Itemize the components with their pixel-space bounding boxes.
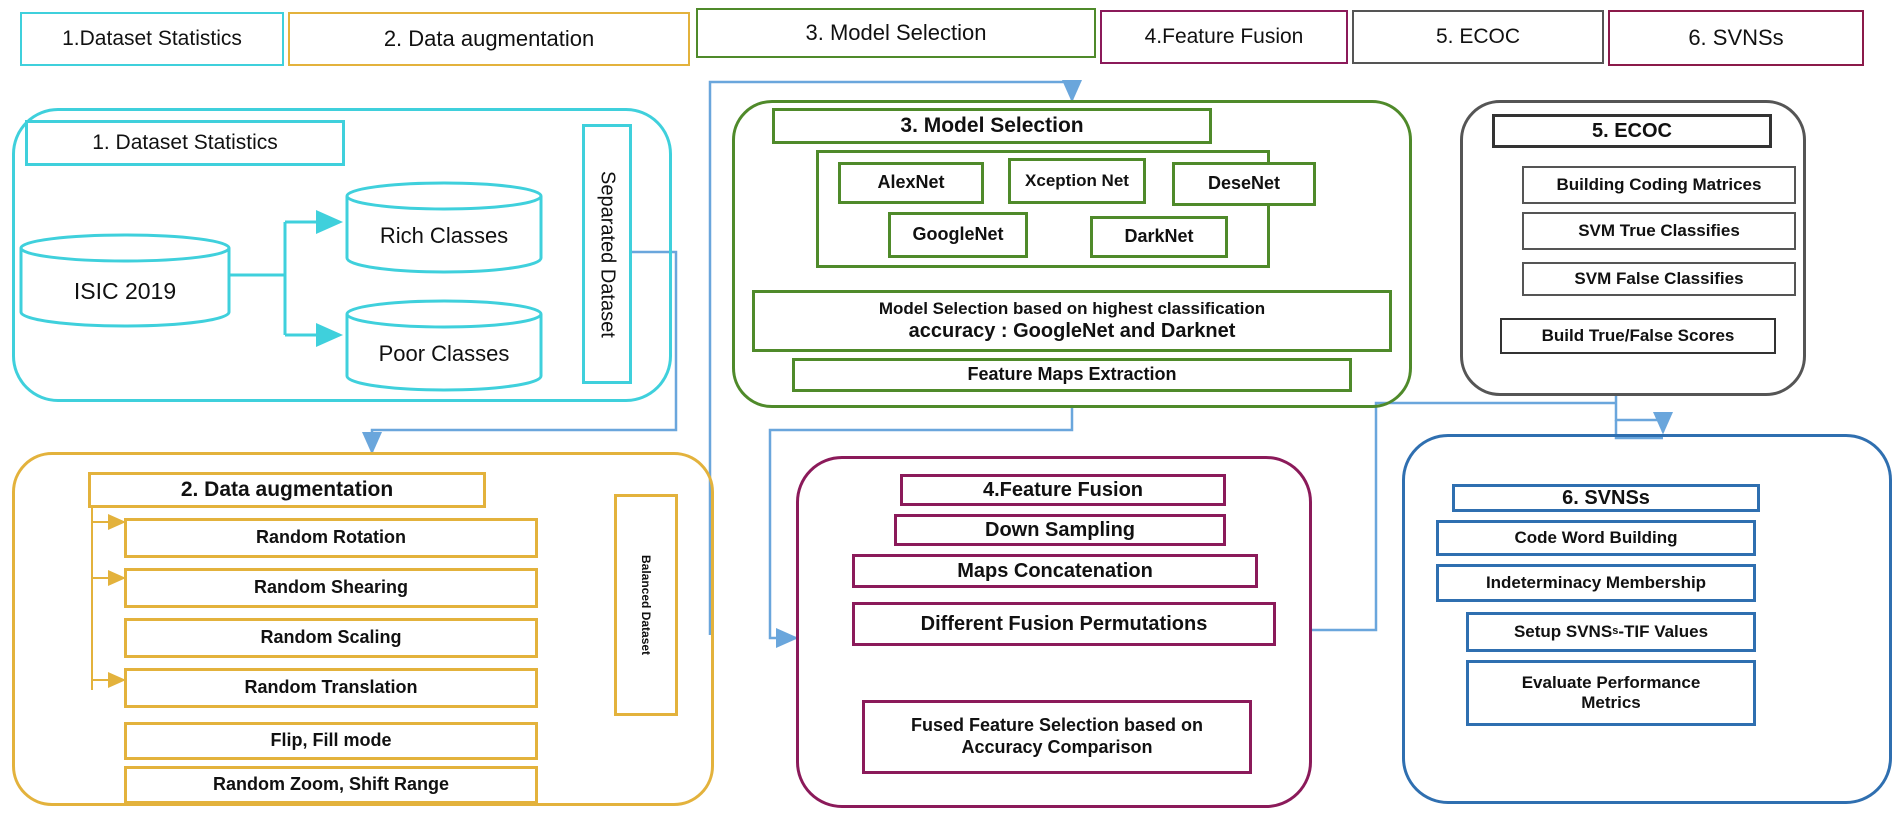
tab-feature-fusion: 4.Feature Fusion	[1100, 10, 1348, 64]
model-selection-criterion: Model Selection based on highest classif…	[752, 290, 1392, 352]
feature-fusion-title: 4.Feature Fusion	[900, 474, 1226, 506]
augmentation-branch-connector	[91, 498, 126, 690]
criterion-line-1: Model Selection based on highest classif…	[878, 298, 1266, 318]
model-to-fusion-arrow	[768, 408, 1074, 648]
aug-item-zoom-shift: Random Zoom, Shift Range	[124, 766, 538, 804]
fusion-to-ecoc-line	[1312, 401, 1616, 632]
svnss-panel	[1402, 434, 1892, 804]
balanced-dataset-box: Balanced Dataset	[614, 494, 678, 716]
aug-item-random-scaling: Random Scaling	[124, 618, 538, 658]
isic-label: ISIC 2019	[73, 277, 177, 304]
separated-dataset-label: Separated Dataset	[596, 170, 619, 338]
ecoc-step-coding-matrices: Building Coding Matrices	[1522, 166, 1796, 204]
stats-to-augmentation-arrow	[362, 250, 678, 455]
dataset-statistics-panel	[12, 108, 672, 402]
model-googlenet: GoogleNet	[888, 212, 1028, 258]
model-xception-net: Xception Net	[1008, 158, 1146, 204]
poor-classes-label: Poor Classes	[378, 341, 510, 366]
rich-classes-label: Rich Classes	[379, 223, 509, 248]
svnss-step-indeterminacy: Indeterminacy Membership	[1436, 564, 1756, 602]
model-darknet: DarkNet	[1090, 216, 1228, 258]
aug-item-random-shearing: Random Shearing	[124, 568, 538, 608]
model-desenet: DeseNet	[1172, 162, 1316, 206]
balanced-dataset-label: Balanced Dataset	[639, 554, 653, 656]
dataset-statistics-title: 1. Dataset Statistics	[25, 120, 345, 166]
ecoc-title: 5. ECOC	[1492, 114, 1772, 148]
ecoc-step-scores: Build True/False Scores	[1500, 318, 1776, 354]
ecoc-step-svm-true: SVM True Classifies	[1522, 212, 1796, 250]
fused-feature-selection: Fused Feature Selection based on Accurac…	[862, 700, 1252, 774]
aug-item-random-translation: Random Translation	[124, 668, 538, 708]
svnss-step-code-word: Code Word Building	[1436, 520, 1756, 556]
svnss-title: 6. SVNSs	[1452, 484, 1760, 512]
isic-split-connector	[228, 210, 343, 347]
tab-dataset-statistics: 1.Dataset Statistics	[20, 12, 284, 66]
poor-classes-database-icon	[345, 299, 543, 392]
svnss-step-evaluate: Evaluate Performance Metrics	[1466, 660, 1756, 726]
data-augmentation-title: 2. Data augmentation	[88, 472, 486, 508]
augmentation-to-model-arrow	[708, 80, 1082, 635]
ecoc-junction	[1614, 396, 1663, 422]
model-selection-title: 3. Model Selection	[772, 108, 1212, 144]
tab-data-augmentation: 2. Data augmentation	[288, 12, 690, 66]
criterion-line-2: accuracy : GoogleNet and Darknet	[908, 320, 1236, 343]
fusion-step-permutations: Different Fusion Permutations	[852, 602, 1276, 646]
model-alexnet: AlexNet	[838, 162, 984, 204]
rich-classes-database-icon	[345, 181, 543, 274]
tab-svnss: 6. SVNSs	[1608, 10, 1864, 66]
tab-ecoc: 5. ECOC	[1352, 10, 1604, 64]
fusion-step-maps-concatenation: Maps Concatenation	[852, 554, 1258, 588]
feature-fusion-panel	[796, 456, 1312, 808]
setup-subscript: s	[1612, 625, 1619, 638]
separated-dataset-box: Separated Dataset	[582, 124, 632, 384]
aug-item-random-rotation: Random Rotation	[124, 518, 538, 558]
feature-maps-extraction: Feature Maps Extraction	[792, 358, 1352, 392]
tab-model-selection: 3. Model Selection	[696, 8, 1096, 58]
isic-database-icon	[19, 233, 231, 328]
setup-suffix: -TIF Values	[1618, 621, 1709, 641]
aug-item-flip-fill: Flip, Fill mode	[124, 722, 538, 760]
ecoc-panel	[1460, 100, 1806, 396]
setup-prefix: Setup SVNS	[1513, 621, 1613, 641]
fusion-step-down-sampling: Down Sampling	[894, 514, 1226, 546]
ecoc-step-svm-false: SVM False Classifies	[1522, 262, 1796, 296]
data-augmentation-panel	[12, 452, 714, 806]
model-selection-panel	[732, 100, 1412, 408]
